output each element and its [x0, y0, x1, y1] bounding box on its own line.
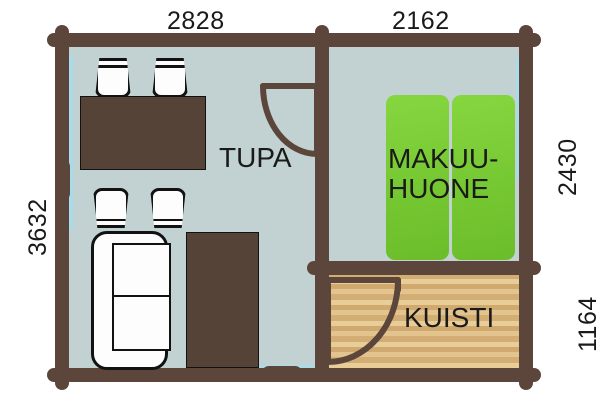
log-end-interior-top — [315, 25, 329, 59]
wall-right — [519, 33, 533, 382]
chair-2 — [152, 58, 188, 98]
dimension-top-right: 2162 — [392, 7, 450, 35]
wall-left — [55, 33, 69, 382]
log-end-bottom-right-horz — [499, 368, 541, 382]
log-notch-left-wall — [57, 160, 70, 200]
dimension-right-upper: 2430 — [554, 138, 582, 196]
room-label-makuuhuone: MAKUU- HUONE — [388, 143, 499, 205]
entry-door-swing — [325, 276, 408, 368]
log-notch-bottom-wall — [262, 366, 302, 381]
chair-3 — [93, 188, 129, 228]
side-table — [186, 232, 259, 368]
wall-top — [55, 33, 533, 47]
log-end-bottom-left-horz — [47, 368, 89, 382]
chair-4 — [150, 188, 186, 228]
dimension-left: 3632 — [24, 198, 52, 256]
dining-table — [80, 96, 206, 170]
dimension-right-lower: 1164 — [574, 296, 600, 352]
wall-bottom-right — [315, 368, 533, 382]
wall-bottom-left — [55, 368, 330, 382]
log-end-right-mid-vert — [519, 253, 533, 287]
bed-right — [452, 95, 515, 260]
interior-door-swing — [260, 82, 324, 160]
dimension-top-left: 2828 — [167, 7, 225, 35]
chair-1 — [95, 58, 131, 98]
wall-interior-horizontal — [315, 261, 533, 275]
room-label-tupa: TUPA — [219, 142, 292, 173]
bed-left — [386, 95, 449, 260]
room-label-kuisti: KUISTI — [404, 302, 495, 333]
log-end-top-right-horz — [499, 33, 541, 47]
log-end-top-left-horz — [47, 33, 89, 47]
sofa-cushion-top — [112, 243, 171, 299]
sofa-cushion-bottom — [112, 295, 171, 351]
